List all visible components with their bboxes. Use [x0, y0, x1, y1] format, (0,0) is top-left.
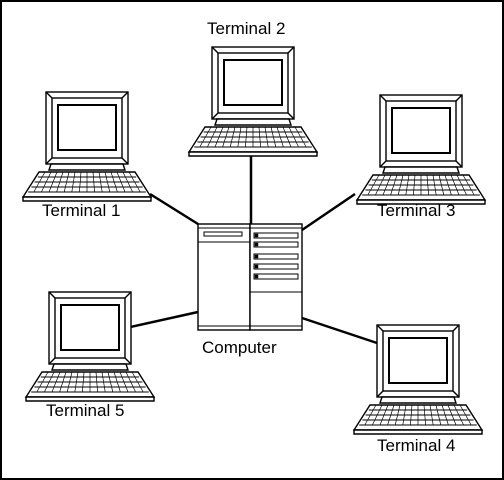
links [125, 148, 381, 346]
terminal-4-label: Terminal 4 [377, 436, 456, 455]
link-t4-computer [301, 316, 381, 346]
terminal-1-label: Terminal 1 [42, 201, 121, 220]
computer-label: Computer [202, 338, 277, 357]
terminal-icon [352, 324, 484, 435]
terminal-icon [187, 46, 319, 157]
terminal-2-label: Terminal 2 [207, 19, 286, 38]
server-tower-icon [197, 223, 303, 331]
terminal-5-label: Terminal 5 [46, 401, 125, 420]
terminal-icon [24, 291, 156, 402]
terminal-icon [21, 91, 153, 202]
link-t3-computer [301, 192, 356, 232]
link-t5-computer [125, 310, 199, 330]
link-t1-computer [149, 192, 199, 226]
terminal-3-label: Terminal 3 [377, 201, 456, 220]
terminal-icon [355, 94, 487, 205]
